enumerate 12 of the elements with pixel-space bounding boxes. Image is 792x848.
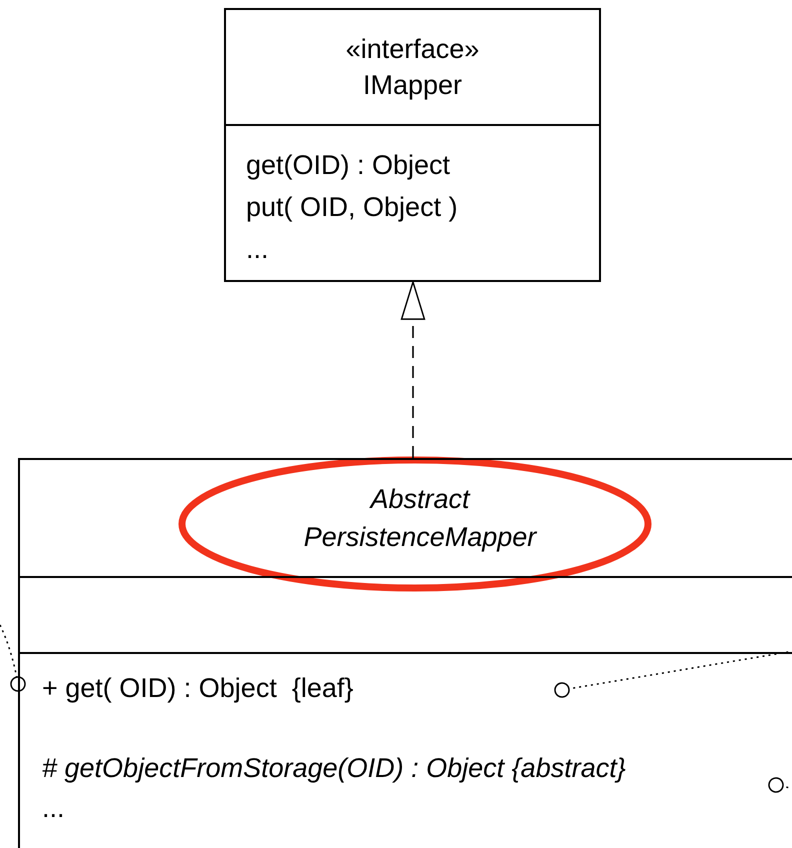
class-name: «interface» IMapper bbox=[344, 33, 480, 102]
method-signature: + get( OID) : Object {leaf} bbox=[42, 672, 354, 705]
realization-arrow bbox=[400, 281, 426, 458]
class-name: Abstract PersistenceMapper bbox=[302, 483, 538, 554]
leader-line bbox=[0, 624, 26, 692]
method-signature: ... bbox=[42, 792, 66, 825]
abstract-class-box bbox=[18, 458, 792, 848]
method-signature: ... bbox=[246, 233, 270, 266]
interface-class-box bbox=[224, 8, 601, 282]
method-signature: get(OID) : Object bbox=[246, 149, 452, 182]
method-signature: put( OID, Object ) bbox=[246, 191, 459, 224]
method-signature: # getObjectFromStorage(OID) : Object {abstract} bbox=[42, 752, 627, 785]
